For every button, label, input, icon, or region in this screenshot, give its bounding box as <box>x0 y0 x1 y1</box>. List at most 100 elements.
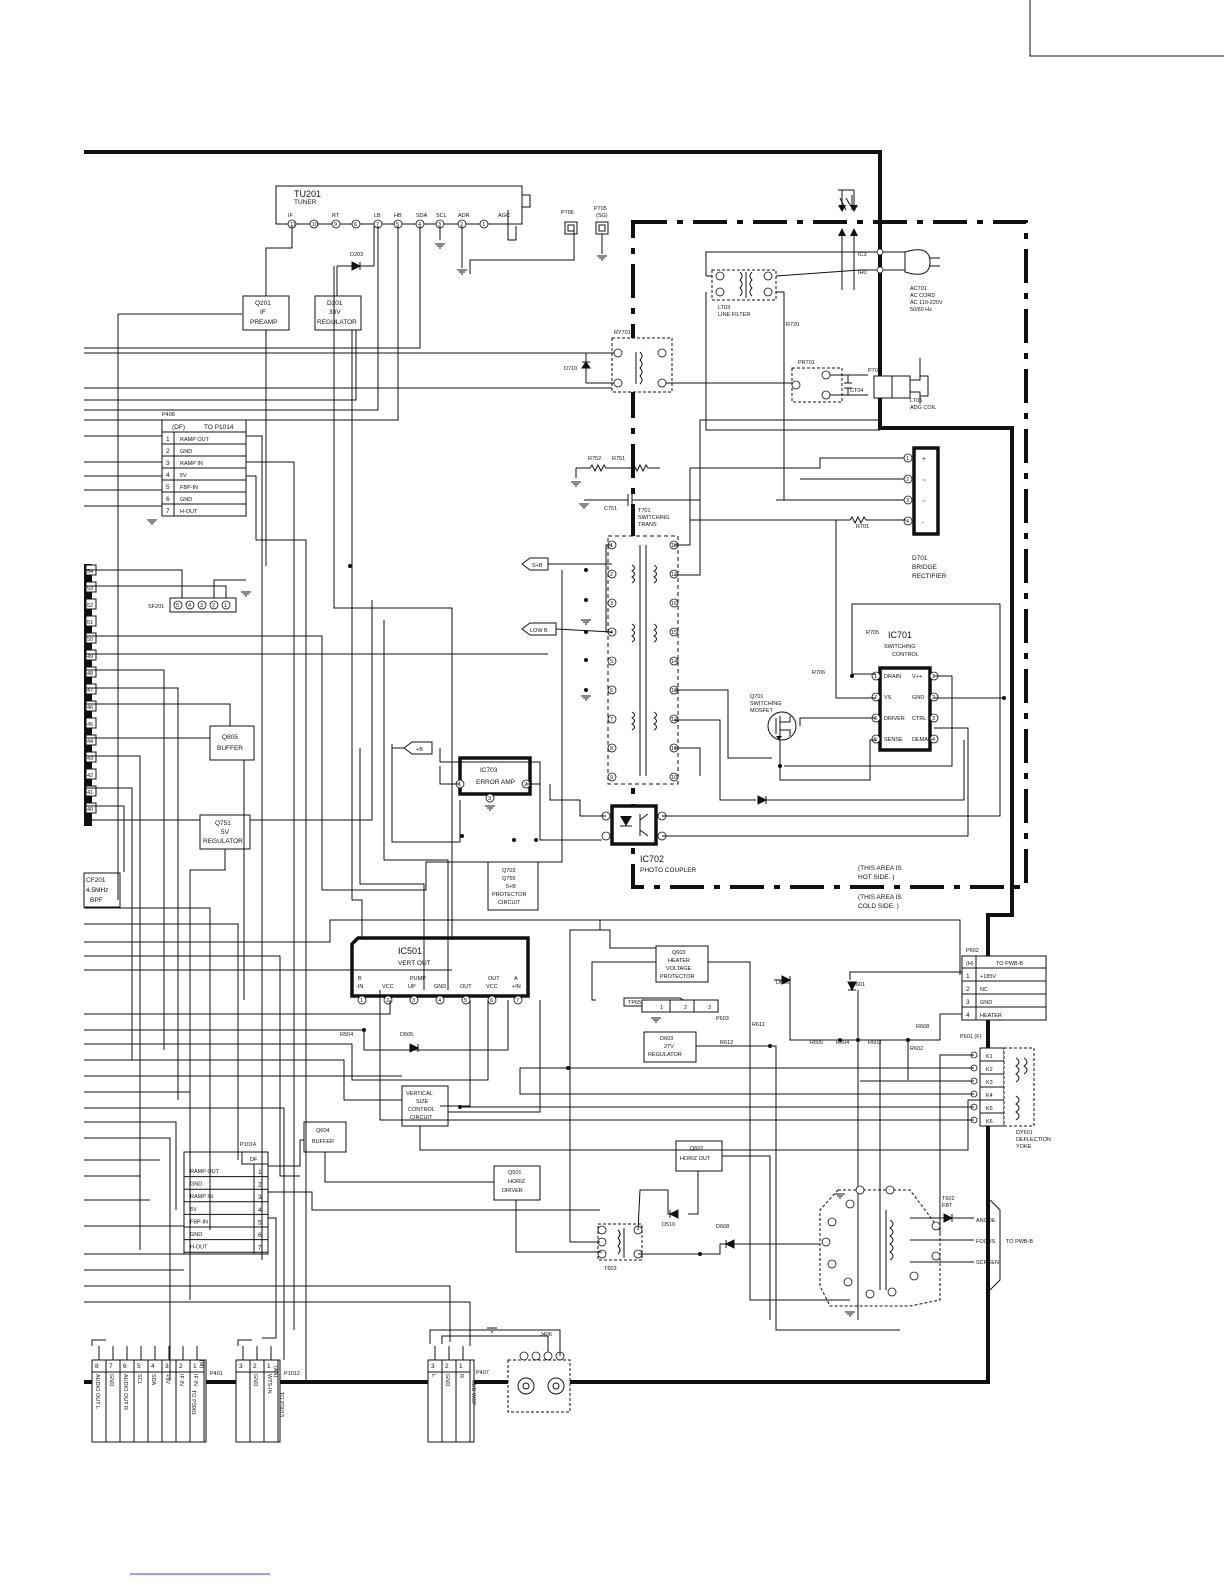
ic701-pin-num: 6 <box>874 716 877 722</box>
p408-pin-num: 3 <box>166 460 170 467</box>
p1012-pin-num: 2 <box>253 1363 257 1370</box>
tuner-pin-label: ADR <box>458 213 470 219</box>
svg-text:IF: IF <box>260 309 266 316</box>
junction <box>584 630 588 634</box>
wire <box>351 330 363 938</box>
hot-side-boundary <box>631 220 1028 889</box>
tuner-pin-num: 7 <box>376 222 379 228</box>
junction <box>584 658 588 662</box>
edge-pin <box>85 700 97 712</box>
fbt-pin <box>821 1237 831 1247</box>
svg-text:ANODE: ANODE <box>976 1218 996 1224</box>
edge-pin-num: 49 <box>87 654 93 660</box>
t701-pin-num: 4 <box>610 630 613 636</box>
tuner-pin <box>309 219 319 229</box>
junction <box>838 1038 842 1042</box>
ic701-pin-label: CTRL <box>912 716 926 722</box>
ic701-pin <box>929 734 939 744</box>
t701-pin-num: 18 <box>671 543 677 549</box>
p408-pin-label: GND <box>180 449 192 455</box>
p603-pin-num: 3 <box>708 1005 711 1011</box>
ic701-pin-label: SENSE <box>884 737 903 743</box>
svg-text:CIRCUIT: CIRCUIT <box>410 1115 433 1121</box>
ry701-relay: RY701 D710 <box>84 330 673 393</box>
svg-text:D710: D710 <box>564 366 577 372</box>
ground-symbol <box>579 503 589 509</box>
p1014-pin-num: 2 <box>258 1182 262 1189</box>
ic501-pin-num: 3 <box>412 998 415 1004</box>
svg-text:P705: P705 <box>594 206 607 212</box>
svg-text:R608: R608 <box>916 1024 929 1030</box>
ic501-pin <box>409 995 419 1005</box>
svg-text:P1012: P1012 <box>284 1371 300 1377</box>
svg-text:RECTIFIER: RECTIFIER <box>912 573 947 580</box>
wire <box>268 1139 304 1167</box>
fbt-pin <box>843 1277 853 1287</box>
hot-note-2: HOT SIDE. ) <box>858 874 894 881</box>
svg-text:IC701: IC701 <box>888 630 912 640</box>
p1014-pin-label: GND <box>190 1182 202 1188</box>
ic501-vert-out: IC501 VERT OUT 1B-IN2VCC3PUMPUP4GND5OUT6… <box>340 936 530 1038</box>
ic501-pin-num: 7 <box>516 998 519 1004</box>
svg-text:D608: D608 <box>716 1224 729 1230</box>
wire <box>469 226 575 274</box>
tuner-pin-num: 10 <box>312 222 318 228</box>
p401-pin-num: 7 <box>109 1363 113 1370</box>
ic501-pin-label: VCC <box>486 984 498 990</box>
svg-text:R701: R701 <box>856 524 869 530</box>
svg-text:R611: R611 <box>752 1022 765 1028</box>
p1014-pin-label: RAMP OUT <box>190 1169 220 1175</box>
p1012-pin-label: GND <box>252 1374 258 1386</box>
junction <box>698 1252 702 1256</box>
svg-text:DF: DF <box>250 1157 258 1163</box>
wire <box>674 689 772 759</box>
sf201-pin <box>209 600 219 610</box>
wire <box>84 687 179 1100</box>
wire <box>440 1000 471 1107</box>
t701-pin <box>607 714 617 724</box>
t701-pin <box>669 772 679 782</box>
wire <box>84 1091 191 1152</box>
ic501-pin-label: VCC <box>382 984 394 990</box>
t701-pin <box>669 656 679 666</box>
p602-pin-num: 2 <box>966 986 970 993</box>
p602-pin-num: 3 <box>966 999 970 1006</box>
lt03-line-filter: LT03 LINE FILTER R720 <box>705 251 880 431</box>
wire <box>774 979 962 1041</box>
edge-pin <box>85 666 97 678</box>
svg-text:HORIZ OUT: HORIZ OUT <box>680 1156 711 1162</box>
svg-text:+B: +B <box>416 747 423 753</box>
ic701-pin-num: 1 <box>932 674 935 680</box>
svg-text:2: 2 <box>524 782 527 788</box>
edge-pin <box>85 615 97 627</box>
wire <box>519 1067 974 1095</box>
p401-pin-label: GND <box>108 1374 114 1386</box>
svg-text:R751: R751 <box>612 456 625 462</box>
junction <box>362 1028 366 1032</box>
edge-pin-num: 43 <box>87 756 93 762</box>
tuner-pin-label: SCL <box>436 213 447 219</box>
svg-text:R752: R752 <box>588 456 601 462</box>
svg-text:Q602: Q602 <box>690 1146 703 1152</box>
wire <box>599 919 961 975</box>
tuner-pin-label: AGC <box>498 213 510 219</box>
fbt-pin <box>855 1185 865 1195</box>
p705-block: P705 (SG) <box>594 206 609 235</box>
edge-pin-num: 52 <box>87 603 93 609</box>
wire <box>84 226 399 421</box>
svg-text:R603: R603 <box>868 1040 881 1046</box>
q603-heater-protector: Q603 HEATER VOLTAGE PROTECTOR <box>655 945 709 983</box>
ground-symbol <box>457 269 467 275</box>
junction <box>458 1105 462 1109</box>
svg-text:TO P1014: TO P1014 <box>204 424 234 431</box>
p602-pin-label: GND <box>980 1000 992 1006</box>
wire <box>84 226 379 411</box>
svg-text:3: 3 <box>488 796 491 802</box>
p408-pin-num: 1 <box>166 436 170 443</box>
svg-text:IC501: IC501 <box>398 946 422 956</box>
winding <box>631 564 635 584</box>
p1014-pin-label: 5V <box>190 1207 197 1213</box>
